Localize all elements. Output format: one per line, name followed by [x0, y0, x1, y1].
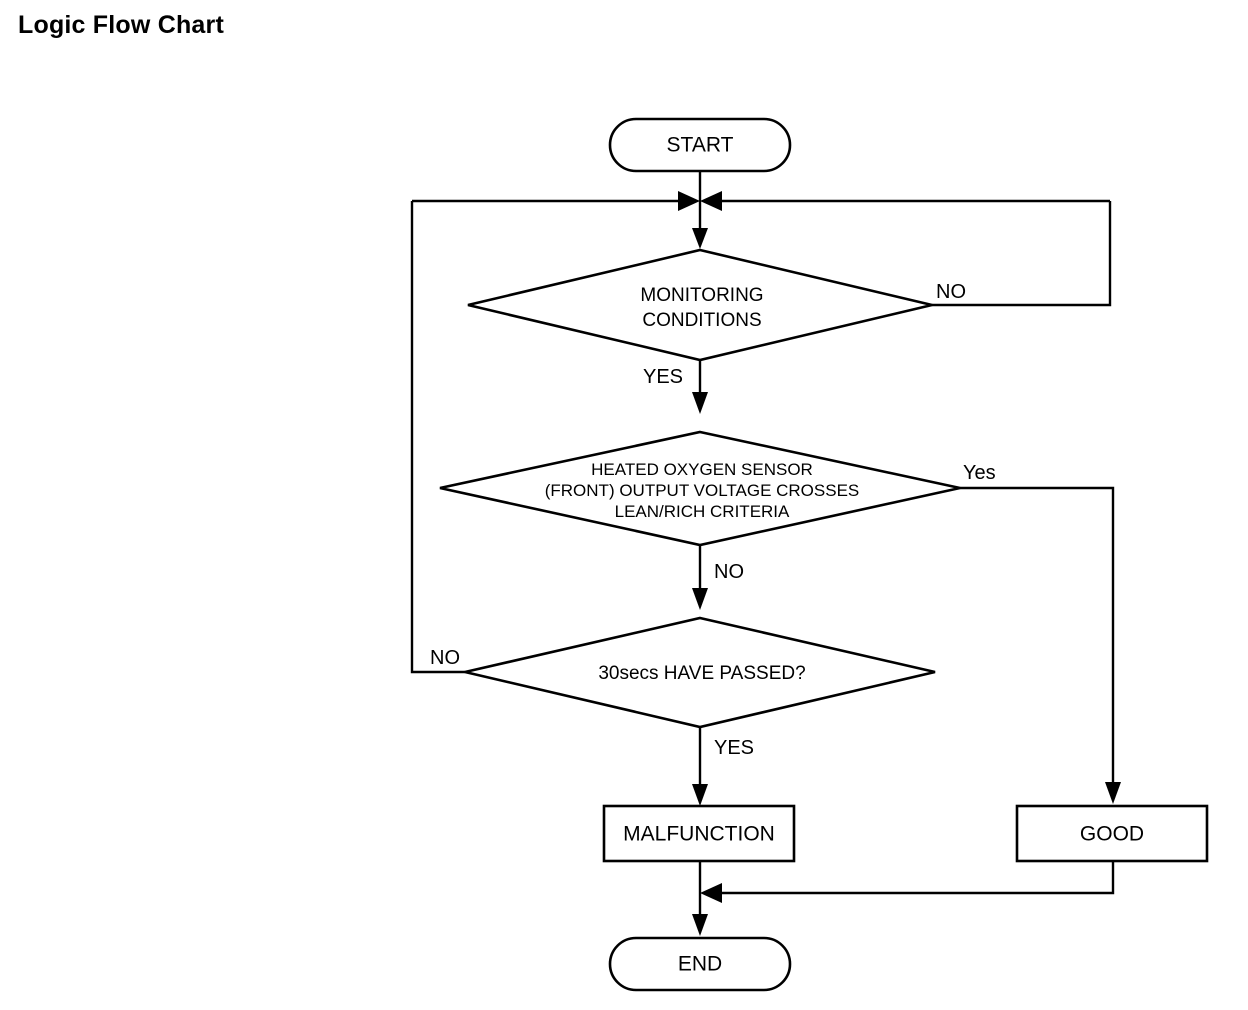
edge-line-timer-no — [410, 201, 465, 674]
start-label: START — [667, 134, 734, 157]
good-label: GOOD — [1080, 823, 1144, 846]
arrowhead-into-monitoring — [692, 228, 708, 249]
edge-malfunction-to-end — [692, 861, 708, 936]
edge-label-monitoring-yes: YES — [643, 366, 683, 388]
heated-oxygen-sensor-label-line1: HEATED OXYGEN SENSOR — [591, 460, 813, 479]
node-good[interactable]: GOOD — [1015, 804, 1209, 863]
arrowhead-loop-from-right — [700, 191, 722, 211]
malfunction-shape — [602, 804, 796, 863]
loop-return-rail — [412, 191, 1110, 211]
edge-line-sensor-yes — [960, 486, 1115, 793]
page-title: Logic Flow Chart — [18, 11, 224, 39]
node-end[interactable]: END — [608, 936, 792, 992]
monitoring-conditions-label-line2: CONDITIONS — [642, 310, 761, 331]
malfunction-label: MALFUNCTION — [623, 823, 775, 846]
edge-timer-no: NO — [410, 201, 465, 674]
edge-monitoring-no: NO — [932, 201, 1112, 307]
edge-label-monitoring-no: NO — [936, 281, 966, 303]
end-shape — [608, 936, 792, 992]
edge-start-to-monitoring — [692, 171, 708, 249]
edge-timer-yes: YES — [692, 727, 754, 806]
node-malfunction[interactable]: MALFUNCTION — [602, 804, 796, 863]
edge-line-good-merge — [710, 861, 1115, 895]
arrowhead-merge-into-end-column — [700, 883, 722, 903]
arrowhead-into-timer — [692, 588, 708, 610]
arrowhead-into-end — [692, 914, 708, 936]
edge-sensor-no: NO — [692, 545, 744, 610]
edge-label-timer-no: NO — [430, 647, 460, 669]
edge-good-to-end — [700, 861, 1115, 903]
edge-sensor-yes: Yes — [960, 462, 1121, 804]
monitoring-conditions-label-line1: MONITORING — [640, 285, 763, 306]
arrowhead-loop-from-left — [678, 191, 700, 211]
node-timer-check[interactable]: 30secs HAVE PASSED? — [464, 616, 936, 729]
heated-oxygen-sensor-label-line3: LEAN/RICH CRITERIA — [615, 502, 790, 521]
end-label: END — [678, 953, 722, 976]
edge-monitoring-yes: YES — [643, 360, 708, 414]
node-monitoring-conditions[interactable]: MONITORING CONDITIONS — [467, 248, 933, 362]
edge-line-monitoring-no — [932, 201, 1112, 307]
node-heated-oxygen-sensor[interactable]: HEATED OXYGEN SENSOR (FRONT) OUTPUT VOLT… — [439, 430, 961, 547]
edge-label-sensor-yes: Yes — [963, 462, 996, 484]
edge-label-timer-yes: YES — [714, 737, 754, 759]
node-start[interactable]: START — [608, 117, 792, 173]
arrowhead-into-malfunction — [692, 784, 708, 806]
arrowhead-into-good — [1105, 782, 1121, 804]
arrowhead-into-sensor — [692, 392, 708, 414]
good-shape — [1015, 804, 1209, 863]
edge-label-sensor-no: NO — [714, 561, 744, 583]
heated-oxygen-sensor-label-line2: (FRONT) OUTPUT VOLTAGE CROSSES — [545, 481, 860, 500]
timer-check-label: 30secs HAVE PASSED? — [598, 663, 805, 684]
